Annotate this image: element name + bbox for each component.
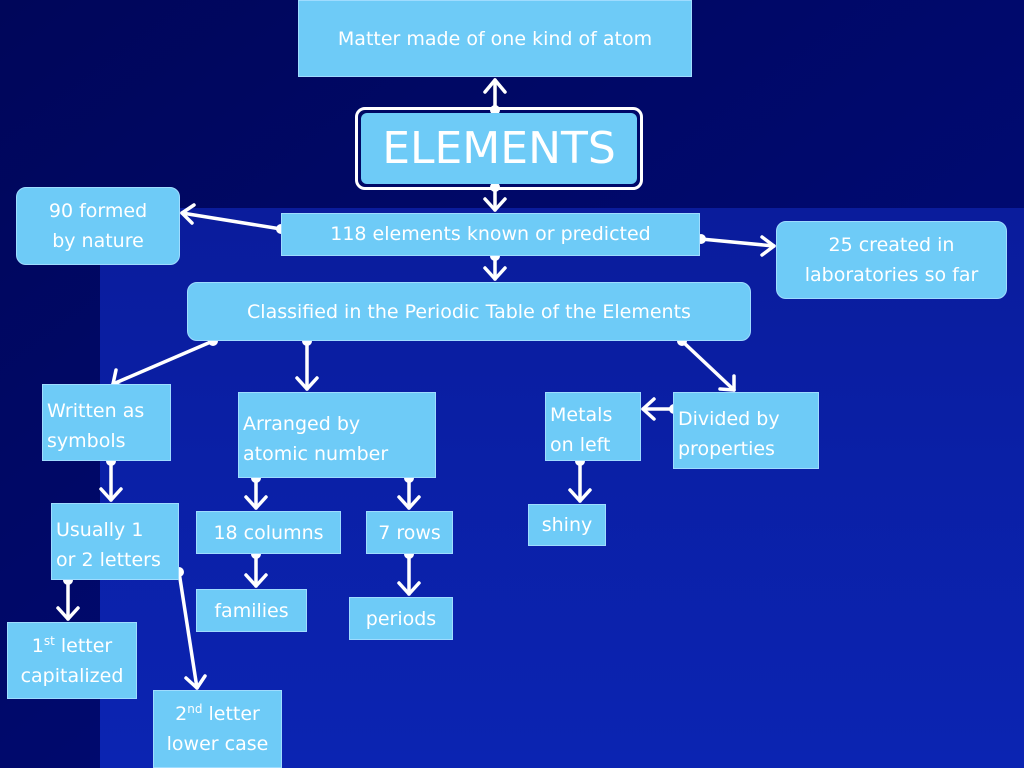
node-text-line: Written as xyxy=(47,399,145,422)
node-7-rows: 7 rows xyxy=(366,511,453,554)
node-text-line: properties xyxy=(678,437,775,460)
node-text-line: 1st letter xyxy=(32,631,112,661)
node-text: 7 rows xyxy=(378,521,441,544)
ordinal-rest: letter xyxy=(202,703,260,725)
node-classified-periodic-table: Classified in the Periodic Table of the … xyxy=(187,282,751,341)
ordinal-suffix: nd xyxy=(187,702,203,716)
node-text-line: 2nd letter xyxy=(175,699,260,729)
node-18-columns: 18 columns xyxy=(196,511,341,554)
node-text: ELEMENTS xyxy=(382,122,616,174)
node-text-line: symbols xyxy=(47,429,126,452)
node-text-line: on left xyxy=(550,433,611,456)
node-text-line: capitalized xyxy=(20,664,124,687)
ordinal-rest: letter xyxy=(54,634,113,657)
node-metals-on-left: Metals on left xyxy=(545,392,641,461)
node-text-line: Metals xyxy=(550,403,613,426)
elements-frame xyxy=(355,107,643,190)
node-text: 18 columns xyxy=(213,521,324,544)
node-text-line: 25 created in xyxy=(828,234,955,256)
node-text: families xyxy=(214,599,289,622)
node-formed-by-nature: 90 formed by nature xyxy=(16,187,180,265)
node-text-line: lower case xyxy=(166,733,269,755)
node-text-line: or 2 letters xyxy=(56,548,161,571)
node-known-or-predicted: 118 elements known or predicted xyxy=(281,213,700,256)
node-second-letter-lower-case: 2nd letter lower case xyxy=(153,690,282,768)
ordinal-number: 1 xyxy=(31,634,44,657)
ordinal-number: 2 xyxy=(175,703,188,725)
node-periods: periods xyxy=(349,597,453,640)
node-text: shiny xyxy=(541,514,593,536)
node-text-line: Arranged by xyxy=(243,412,361,435)
node-text-line: laboratories so far xyxy=(804,264,979,286)
node-text-line: Divided by xyxy=(678,407,780,430)
node-arranged-by-atomic-number: Arranged by atomic number xyxy=(238,392,436,478)
node-usually-1-or-2-letters: Usually 1 or 2 letters xyxy=(51,503,179,580)
node-text: 118 elements known or predicted xyxy=(330,223,651,245)
node-text: Matter made of one kind of atom xyxy=(337,27,653,50)
node-written-as-symbols: Written as symbols xyxy=(42,384,171,461)
node-families: families xyxy=(196,589,307,632)
node-elements: ELEMENTS xyxy=(361,113,637,184)
node-text: Classified in the Periodic Table of the … xyxy=(247,300,691,323)
ordinal-suffix: st xyxy=(43,633,55,648)
node-text-line: 90 formed xyxy=(48,200,148,222)
node-text: periods xyxy=(365,607,437,630)
node-first-letter-capitalized: 1st letter capitalized xyxy=(7,622,137,699)
node-divided-by-properties: Divided by properties xyxy=(673,392,819,469)
node-text-line: Usually 1 xyxy=(56,518,144,541)
node-matter-one-atom: Matter made of one kind of atom xyxy=(298,0,692,77)
node-shiny: shiny xyxy=(528,504,606,546)
node-created-in-labs: 25 created in laboratories so far xyxy=(776,221,1007,299)
node-text-line: atomic number xyxy=(243,442,389,465)
node-text-line: by nature xyxy=(52,230,144,252)
